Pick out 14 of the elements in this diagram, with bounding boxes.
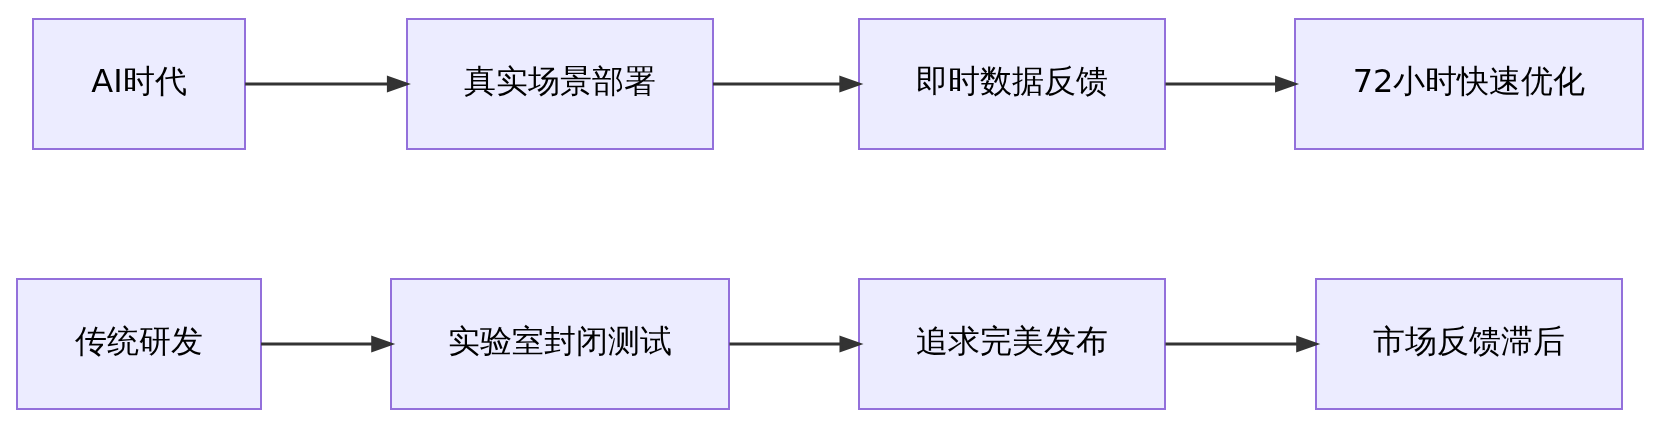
node-box: 传统研发 [16,278,262,410]
arrow [713,75,864,93]
arrow [245,75,411,93]
node-box: 即时数据反馈 [858,18,1166,150]
node-box: 追求完美发布 [858,278,1166,410]
arrow [729,335,864,353]
node-box: 真实场景部署 [406,18,714,150]
node-box: 实验室封闭测试 [390,278,730,410]
node-box: 72小时快速优化 [1294,18,1644,150]
arrow [1165,335,1321,353]
arrow [261,335,396,353]
node-box: AI时代 [32,18,246,150]
arrow [1165,75,1300,93]
node-box: 市场反馈滞后 [1315,278,1623,410]
